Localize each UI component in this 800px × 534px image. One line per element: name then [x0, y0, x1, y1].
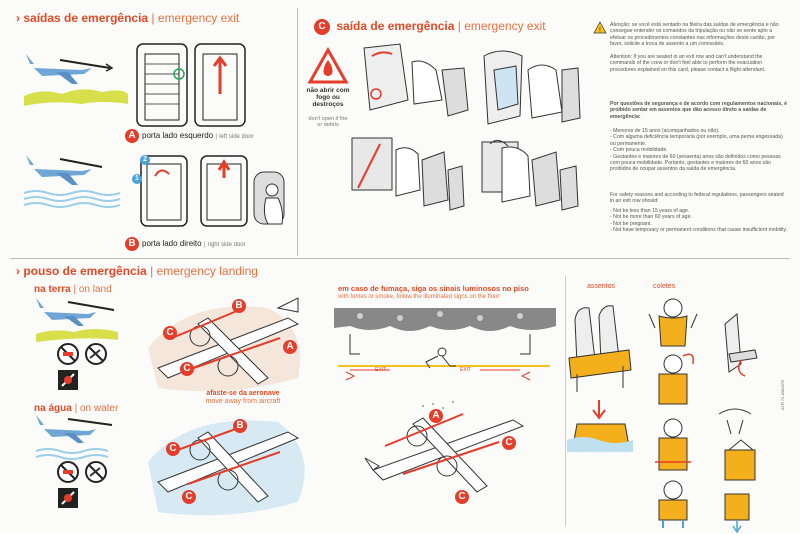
emergency-exit-title-en: emergency exit: [157, 11, 240, 25]
smoke-label-c2: C: [455, 488, 472, 506]
left-door-diagram: [136, 43, 246, 127]
passenger-at-door-illustration: [253, 171, 285, 225]
smoke-title-pt: em caso de fumaça, siga os sinais lumino…: [338, 284, 529, 293]
exit-c-title-en: emergency exit: [464, 19, 546, 34]
notice-p3-item: - Menores de 15 anos (acompanhados ou nã…: [610, 128, 720, 134]
exit-c-title-pt: saída de emergência: [336, 19, 455, 34]
notice-p3-item: - Com alguma deficiência temporária (por…: [610, 134, 783, 147]
emergency-exit-title: › saídas de emergência | emergency exit: [16, 11, 240, 25]
water-label-b: B: [233, 417, 250, 435]
move-away-pt: afaste-se da aeronave: [206, 390, 280, 397]
svg-text:!: !: [599, 27, 601, 34]
land-plane-icon: [36, 298, 118, 342]
badge-a: A: [125, 129, 139, 143]
emergency-landing-title-pt: pouso de emergência: [23, 264, 147, 278]
overwing-exit-illustrations: [351, 43, 581, 211]
notice-p4-list: - Not be less than 15 years of age. - No…: [610, 208, 788, 234]
water-prohibition-icons: [57, 461, 107, 508]
exit-label-left: EXIT: [375, 367, 387, 373]
notice-p4-item: - Not be less than 15 years of age.: [610, 208, 690, 214]
seats-title: assentos: [587, 283, 616, 290]
right-door-caption-en: right side door: [207, 242, 246, 249]
badge-b: B: [125, 237, 139, 251]
land-prohibition-icons: [57, 343, 107, 390]
fire-warning-pt: não abrir com fogo ou destroços: [306, 87, 350, 108]
notice-p4-title: For safety reasons and according to fede…: [610, 192, 784, 205]
life-vest-steps-illustration: [648, 298, 758, 534]
smoke-floor-lights-diagram: [334, 308, 556, 381]
notice-p2: Attention: If you are seated in an exit …: [610, 54, 766, 73]
land-label-c1: C: [163, 324, 180, 342]
emergency-exit-title-pt: saídas de emergência: [23, 11, 149, 25]
step-1-badge: 2: [140, 151, 153, 169]
vests-title: coletes: [653, 283, 676, 290]
notice-p4-item: - Not be pregnant.: [610, 220, 652, 227]
land-label-b: B: [232, 297, 249, 315]
left-door-caption-pt: porta lado esquerdo: [142, 131, 214, 141]
on-land-label: na terra | on land: [34, 284, 112, 295]
water-plane-icon: [35, 415, 113, 460]
emergency-landing-title: › pouso de emergência | emergency landin…: [16, 264, 258, 278]
divider-vertical-2: [565, 276, 566, 526]
notice-p1: Atenção: se você está sentado na fileira…: [610, 22, 779, 48]
exit-c-title: C saída de emergência | emergency exit: [314, 19, 546, 35]
plane-water-illustration: [23, 155, 121, 208]
smoke-title-en: with fumes or smoke, follow the illumina…: [338, 294, 500, 300]
smoke-evacuation-diagram: [364, 401, 525, 493]
emergency-landing-title-en: emergency landing: [156, 264, 258, 278]
left-door-caption-en: left side door: [219, 134, 254, 141]
move-away-en: move away from aircraft: [205, 398, 281, 405]
card-code: ATR 72-600/ATR: [780, 379, 785, 410]
water-label-c1: C: [166, 440, 183, 458]
notice-p3-title: Por questões de segurança e de acordo co…: [610, 101, 788, 120]
badge-c: C: [314, 19, 330, 35]
land-label-c2: C: [180, 360, 197, 378]
water-label-c2: C: [182, 488, 199, 506]
plane-land-illustration: [24, 54, 128, 106]
notice-p3-list: - Menores de 15 anos (acompanhados ou nã…: [610, 128, 788, 173]
exit-label-right: EXIT: [460, 367, 472, 373]
move-away-caption: afaste-se da aeronave move away from air…: [188, 390, 298, 406]
notice-p3-item: - Gestantes e maiores de 60 (sessenta) a…: [610, 153, 781, 173]
notice-p4-item: - Not be more than 60 years of age.: [610, 214, 692, 221]
right-door-caption-pt: porta lado direito: [142, 239, 202, 249]
seat-cushion-illustration: [567, 305, 633, 452]
step-2-badge: 1: [132, 170, 145, 188]
notice-p3-item: - Com pouca mobilidade.: [610, 147, 668, 154]
fire-warning-icon: [307, 46, 349, 84]
smoke-label-c1: C: [502, 434, 519, 452]
smoke-label-a: A: [429, 407, 446, 425]
divider-vertical: [297, 8, 298, 256]
on-water-label: na água | on water: [34, 403, 119, 414]
right-door-diagram: [140, 155, 248, 227]
warning-triangle-icon: !: [593, 21, 607, 34]
notice-p4-item: - Not have temporary or permanent condit…: [610, 227, 788, 234]
divider-horizontal: [10, 258, 790, 259]
land-label-a: A: [283, 338, 300, 356]
fire-warning-en: don't open if fire or debris: [308, 116, 348, 128]
